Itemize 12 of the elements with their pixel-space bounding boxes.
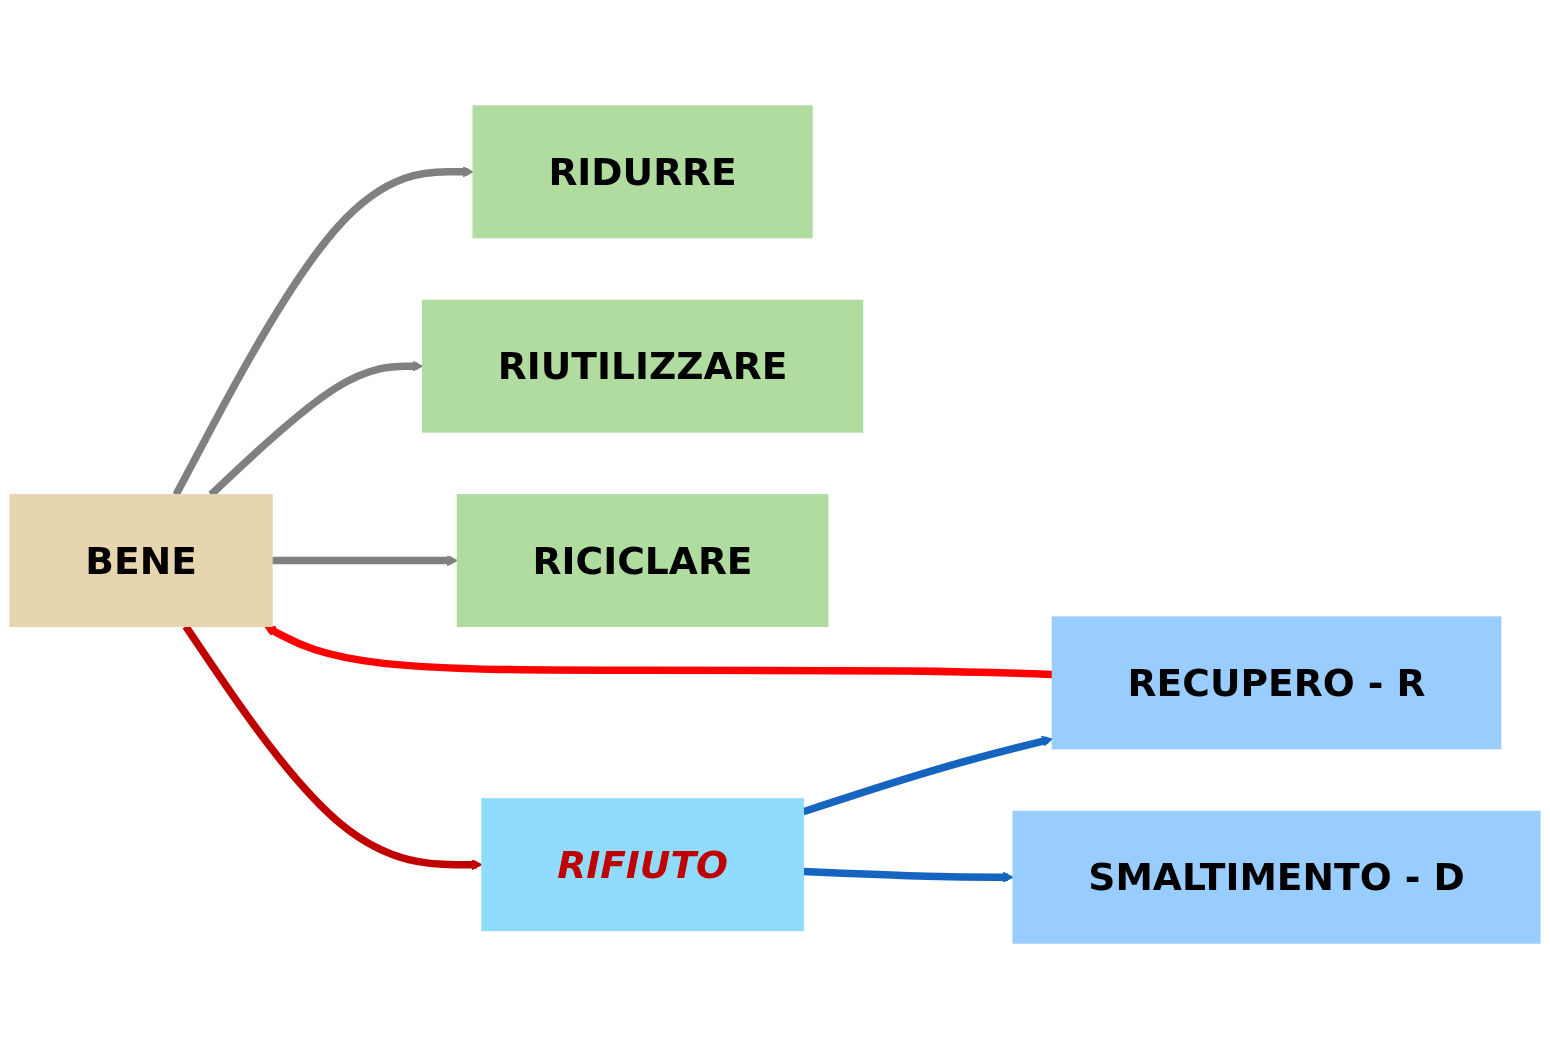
arrow: [802, 735, 1053, 816]
node-box: RICICLARE: [456, 494, 829, 628]
node-box: SMALTIMENTO - D: [1012, 810, 1541, 944]
node-box: RIUTILIZZARE: [421, 299, 864, 433]
arrow: [272, 555, 458, 567]
arrow: [264, 625, 1053, 679]
node-box: RIFIUTO: [481, 798, 804, 932]
node-box: RIDURRE: [472, 105, 813, 239]
node-box: RECUPERO - R: [1051, 616, 1502, 750]
arrow: [803, 867, 1014, 883]
node-box: BENE: [9, 494, 273, 628]
arrow: [172, 166, 474, 497]
